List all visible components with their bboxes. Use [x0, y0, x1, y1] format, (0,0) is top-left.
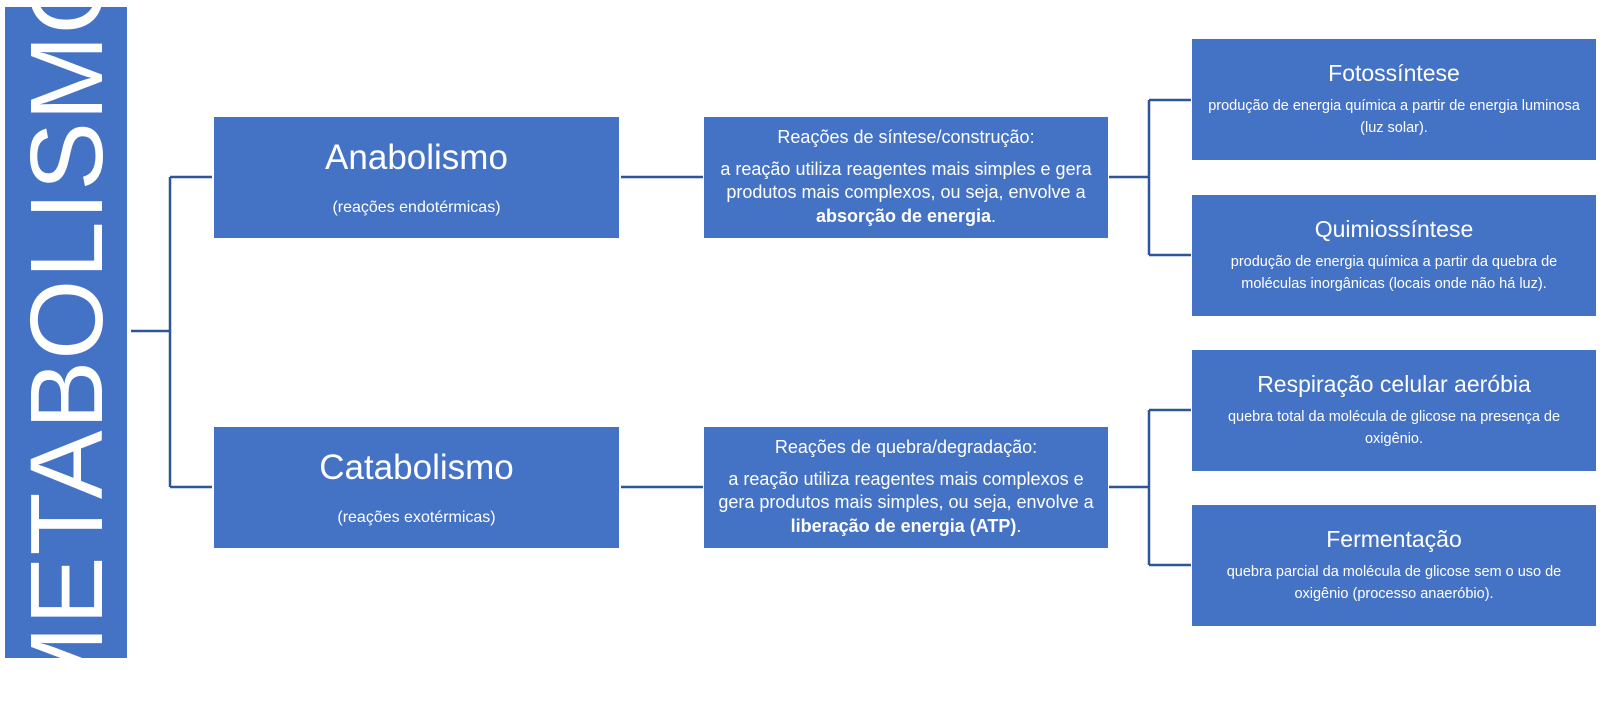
- node-quimiossintese-title: Quimiossíntese: [1314, 216, 1474, 243]
- node-quimiossintese: Quimiossíntese produção de energia quími…: [1192, 195, 1596, 316]
- node-fermentacao-title: Fermentação: [1326, 526, 1462, 553]
- connector-lines: [131, 98, 1191, 567]
- node-anabolismo-subtitle: (reações endotérmicas): [332, 198, 501, 216]
- node-fermentacao-description: quebra parcial da molécula de glicose se…: [1226, 564, 1562, 602]
- node-degradacao-desc-end: .: [1016, 516, 1022, 537]
- connector-root-bracket: [131, 175, 212, 489]
- node-anabolismo: Anabolismo (reações endotérmicas): [214, 117, 619, 238]
- node-degradacao-desc-text: a reação utiliza reagentes mais complexo…: [718, 468, 1094, 513]
- node-fotossintese: Fotossíntese produção de energia química…: [1192, 39, 1596, 160]
- node-anabolismo-title: Anabolismo: [325, 138, 508, 178]
- node-degradacao-description: a reação utiliza reagentes mais complexo…: [708, 468, 1104, 539]
- node-degradacao: Reações de quebra/degradação: a reação u…: [704, 427, 1108, 548]
- root-label: METABOLISMO: [8, 0, 124, 712]
- node-respiracao-aerobia-title: Respiração celular aeróbia: [1257, 371, 1531, 398]
- root-metabolismo: METABOLISMO: [5, 0, 127, 712]
- node-degradacao-title: Reações de quebra/degradação:: [774, 437, 1038, 458]
- connector-catabolismo-examples-bracket: [1109, 408, 1191, 567]
- node-fotossintese-description: produção de energia química a partir de …: [1208, 98, 1580, 136]
- node-degradacao-desc-emphasis: liberação de energia (ATP): [790, 516, 1017, 537]
- node-sintese-desc-text: a reação utiliza reagentes mais simples …: [720, 158, 1092, 203]
- node-respiracao-aerobia: Respiração celular aeróbia quebra total …: [1192, 350, 1596, 471]
- node-respiracao-aerobia-description: quebra total da molécula de glicose na p…: [1227, 409, 1561, 447]
- node-catabolismo: Catabolismo (reações exotérmicas): [214, 427, 619, 548]
- node-sintese-desc-end: .: [991, 206, 997, 227]
- node-quimiossintese-description: produção de energia química a partir da …: [1230, 254, 1558, 292]
- node-catabolismo-subtitle: (reações exotérmicas): [337, 508, 496, 526]
- node-sintese: Reações de síntese/construção: a reação …: [704, 117, 1108, 238]
- node-sintese-description: a reação utiliza reagentes mais simples …: [708, 158, 1104, 229]
- node-fermentacao: Fermentação quebra parcial da molécula d…: [1192, 505, 1596, 626]
- node-catabolismo-title: Catabolismo: [319, 448, 514, 488]
- node-sintese-title: Reações de síntese/construção:: [777, 127, 1035, 148]
- node-fotossintese-title: Fotossíntese: [1328, 60, 1460, 87]
- node-sintese-desc-emphasis: absorção de energia: [815, 206, 992, 227]
- connector-anabolismo-examples-bracket: [1109, 98, 1191, 257]
